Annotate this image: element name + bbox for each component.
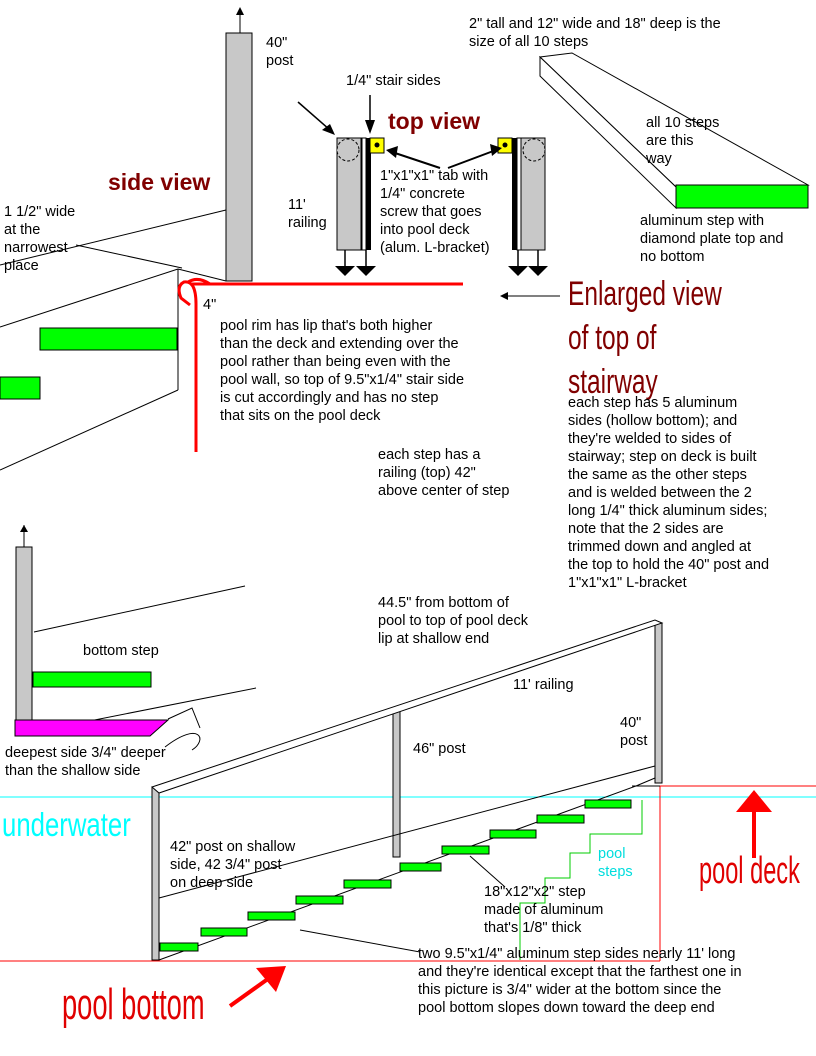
side-view-title: side view xyxy=(108,169,211,195)
post-40-bottom-label: 40" post xyxy=(620,715,648,749)
four-inch-label: 4" xyxy=(203,297,217,313)
post-shallow xyxy=(151,786,160,961)
post-40-bottom xyxy=(654,622,663,784)
aluminum-step-label: aluminum step with diamond plate top and… xyxy=(640,213,784,265)
pool-rim-label: pool rim has lip that's both higher than… xyxy=(220,318,465,424)
all-steps-label: all 10 steps are this way xyxy=(646,115,720,167)
narrowest-label: 1 1/2" wide at the narrowest place xyxy=(4,204,76,274)
side-view-drawing xyxy=(0,7,463,471)
bottom-step-label: bottom step xyxy=(83,643,159,659)
five-sides-label: each step has 5 aluminum sides (hollow b… xyxy=(568,395,770,591)
steps-size-label: 2" tall and 12" wide and 18" deep is the… xyxy=(469,16,721,50)
post-42-label: 42" post on shallow side, 42 3/4" post o… xyxy=(170,839,296,891)
side-step-1 xyxy=(39,327,178,351)
main-stairway xyxy=(0,619,816,1008)
railing-11-bottom-label: 11' railing xyxy=(513,677,574,693)
two-sides-label: two 9.5"x1/4" aluminum step sides nearly… xyxy=(418,946,742,1016)
pool-deck-label: pool deck xyxy=(699,850,800,892)
step-3d-drawing xyxy=(538,52,810,210)
pool-rim-line xyxy=(177,280,463,452)
post-40-side xyxy=(225,32,253,282)
stair-sides-label: 1/4" stair sides xyxy=(346,73,441,89)
deep-side-magenta xyxy=(14,719,170,737)
pool-bottom-label: pool bottom xyxy=(62,980,205,1029)
railing-42-label: each step has a railing (top) 42" above … xyxy=(378,447,510,499)
deepest-label: deepest side 3/4" deeper than the shallo… xyxy=(5,745,166,779)
enlarged-view-title: Enlarged view of top of stairway xyxy=(568,275,722,401)
underwater-label: underwater xyxy=(2,806,131,843)
step-3d-front xyxy=(675,184,809,209)
tab-label: 1"x1"x1" tab with 1/4" concrete screw th… xyxy=(380,168,490,256)
main-steps xyxy=(159,799,632,952)
railing xyxy=(151,619,664,794)
pool-steps-label: pool steps xyxy=(598,846,633,880)
top-view-title: top view xyxy=(388,108,481,134)
bottom-step-green xyxy=(32,671,152,688)
railing-11-top-label: 11' railing xyxy=(288,197,327,231)
side-step-2 xyxy=(0,376,41,400)
pool-steps-outline xyxy=(519,800,643,960)
step-18-label: 18"x12"x2" step made of aluminum that's … xyxy=(484,884,604,936)
post-40-top-label: 40" post xyxy=(266,35,294,69)
bottom-step-detail xyxy=(14,525,257,751)
height-44-label: 44.5" from bottom of pool to top of pool… xyxy=(378,595,528,647)
post-46-label: 46" post xyxy=(413,741,466,757)
top-view-drawing xyxy=(297,95,560,300)
